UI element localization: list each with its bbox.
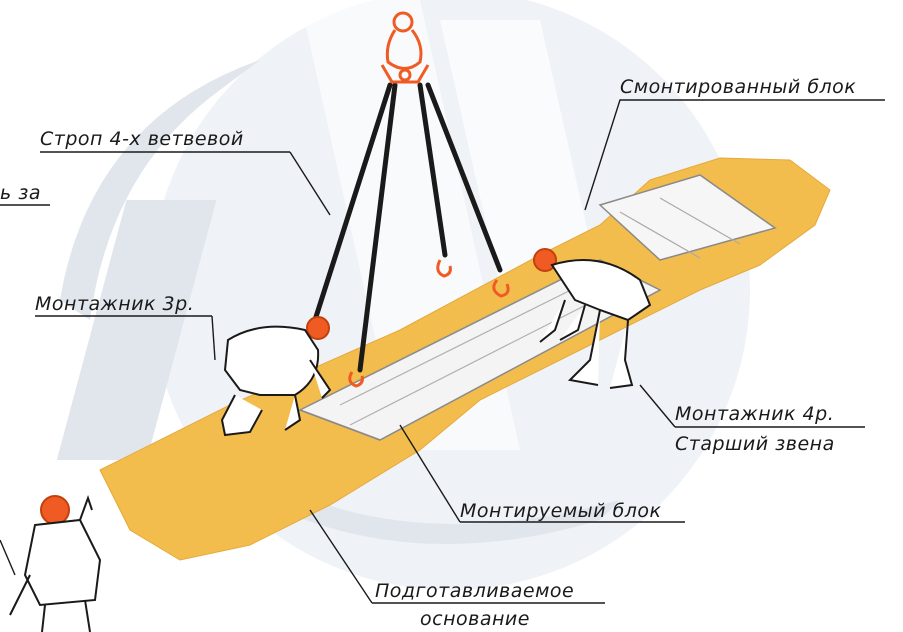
label-base-line1: Подготавливаемое [375, 580, 574, 602]
label-cut-text: ь за [0, 182, 41, 204]
worker-bottom-left-figure [10, 496, 100, 632]
label-mounted-block: Смонтированный блок [620, 76, 856, 98]
label-installer-4-line2: Старший звена [675, 433, 835, 455]
label-base-line2: основание [420, 608, 530, 630]
label-installer-3: Монтажник 3р. [35, 293, 194, 315]
label-sling: Строп 4-х ветвевой [40, 128, 244, 150]
label-mounting-block: Монтируемый блок [460, 500, 662, 522]
label-installer-4-line1: Монтажник 4р. [675, 403, 834, 425]
